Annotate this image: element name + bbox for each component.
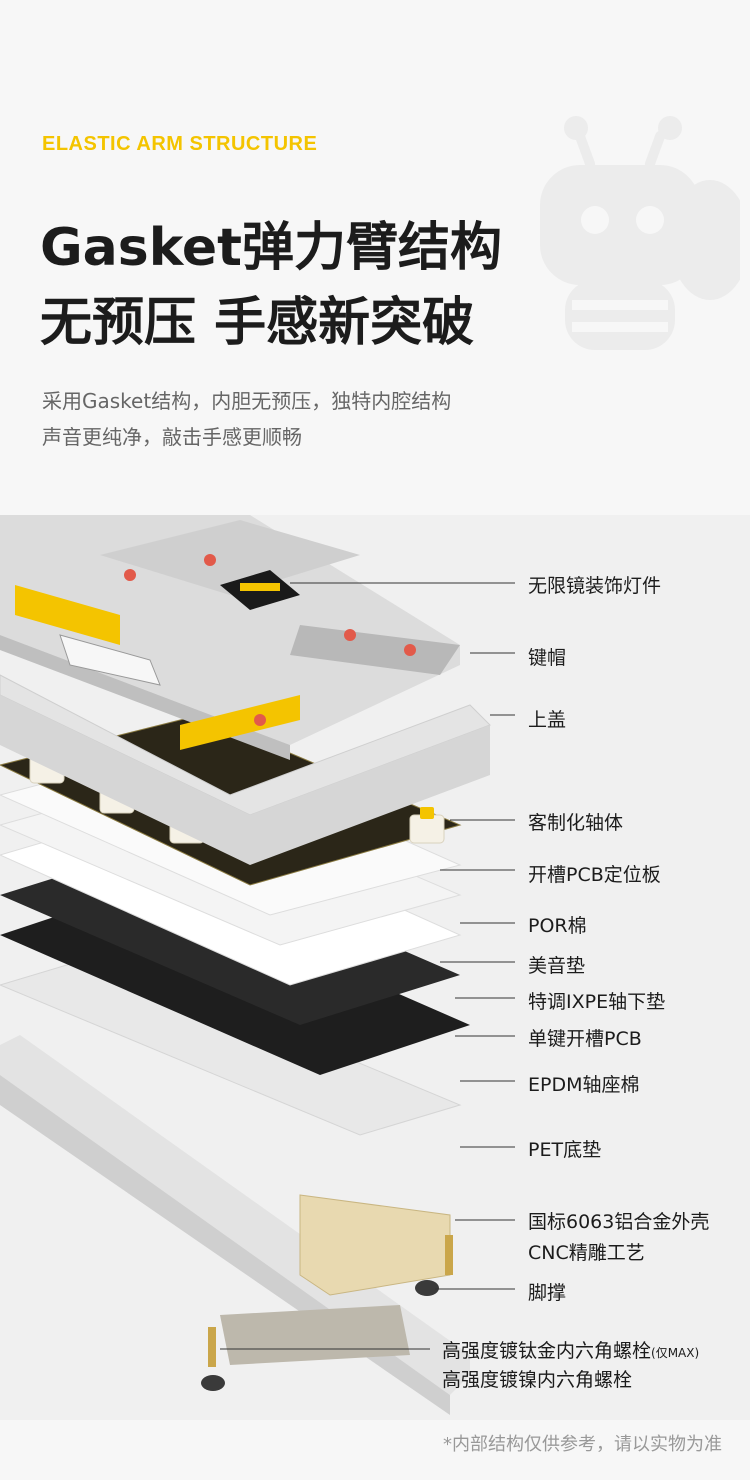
bee-mascot-watermark-icon — [540, 116, 740, 350]
page-title-line-2: 无预压 手感新突破 — [40, 293, 475, 353]
label-ixpe-pad: 特调IXPE轴下垫 — [528, 991, 666, 1013]
label-infinity-mirror: 无限镜装饰灯件 — [528, 575, 662, 597]
label-pcb: 单键开槽PCB — [528, 1028, 642, 1050]
footnote: *内部结构仅供参考，请以实物为准 — [443, 1434, 722, 1455]
label-titanium-screw-suffix: (仅MAX) — [651, 1346, 700, 1360]
exploded-keyboard-illustration — [0, 515, 750, 1420]
label-por-foam: POR棉 — [528, 915, 587, 937]
label-sound-pad: 美音垫 — [528, 955, 586, 977]
infinity-mirror-light-layer — [220, 570, 300, 610]
label-epdm: EPDM轴座棉 — [528, 1074, 640, 1096]
label-switches: 客制化轴体 — [528, 812, 624, 834]
section-eyebrow: ELASTIC ARM STRUCTURE — [42, 133, 318, 155]
callout-lines — [220, 582, 515, 1350]
label-pet-pad: PET底垫 — [528, 1139, 602, 1161]
label-nickel-screw: 高强度镀镍内六角螺栓 — [442, 1369, 633, 1391]
feet-and-screws — [201, 1194, 453, 1391]
label-titanium-screw-main: 高强度镀钛金内六角螺栓 — [442, 1340, 652, 1362]
label-feet: 脚撑 — [528, 1282, 567, 1304]
label-top-cover: 上盖 — [528, 709, 567, 731]
label-cnc: CNC精雕工艺 — [528, 1242, 645, 1264]
pet-bottom-pad-layer — [0, 954, 462, 1136]
label-aluminum-case: 国标6063铝合金外壳 — [528, 1211, 710, 1233]
label-titanium-screw: 高强度镀钛金内六角螺栓(仅MAX) — [442, 1336, 699, 1363]
description-line-1: 采用Gasket结构，内胆无预压，独特内腔结构 — [42, 389, 452, 413]
label-plate: 开槽PCB定位板 — [528, 864, 661, 886]
page-title-line-1: Gasket弹力臂结构 — [40, 218, 503, 278]
label-keycaps: 键帽 — [528, 647, 567, 669]
top-cover-layer — [0, 674, 491, 865]
description-line-2: 声音更纯净，敲击手感更顺畅 — [42, 425, 302, 449]
keycaps-layer — [0, 515, 460, 760]
